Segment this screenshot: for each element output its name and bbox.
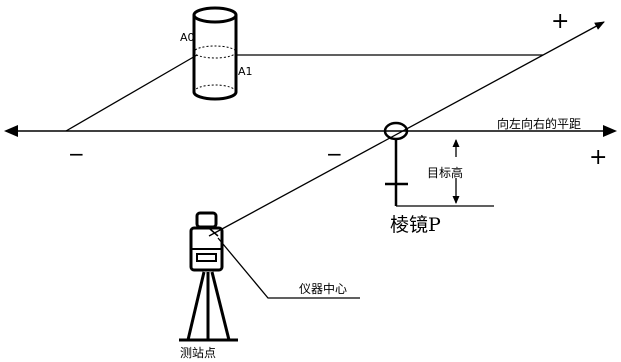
- label-minus-left: −: [68, 142, 85, 166]
- plane-lines: [65, 54, 543, 132]
- label-a1: A1: [238, 65, 253, 78]
- horizontal-axis: [4, 125, 617, 137]
- prism: [383, 121, 494, 207]
- label-prism: 棱镜P: [390, 214, 441, 236]
- label-horizontal-distance: 向左向右的平距: [497, 116, 581, 131]
- instrument-center-leader: [217, 237, 360, 299]
- label-minus-mid: −: [326, 142, 343, 166]
- label-a0: A0: [180, 31, 195, 44]
- label-target-height: 目标高: [427, 165, 463, 180]
- instrument: [189, 211, 224, 272]
- label-station: 测站点: [180, 346, 216, 360]
- tripod: [179, 271, 238, 342]
- label-plus-top: +: [551, 9, 569, 34]
- label-instrument-center: 仪器中心: [299, 281, 347, 296]
- cylinder: [192, 6, 238, 101]
- label-plus-right: +: [589, 145, 607, 170]
